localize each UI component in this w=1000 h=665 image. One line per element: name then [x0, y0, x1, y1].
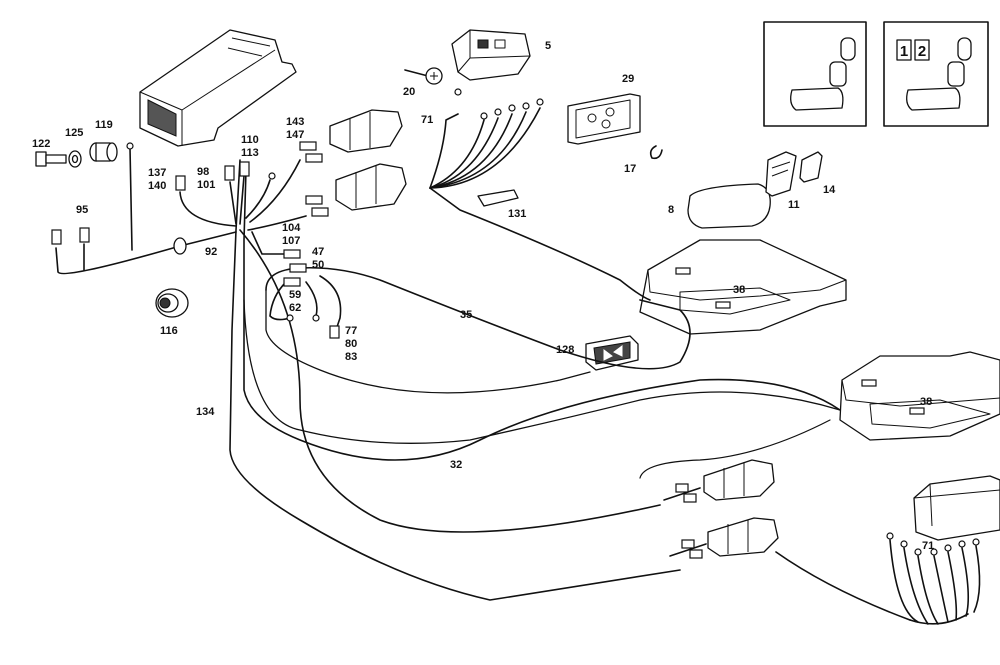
label-110: 110: [241, 134, 259, 146]
memory-badge-2: 2: [918, 43, 926, 60]
label-122: 122: [32, 138, 50, 150]
label-59: 59: [289, 289, 301, 301]
label-104: 104: [282, 222, 301, 234]
bolt-122: [35, 151, 67, 167]
label-71-top: 71: [421, 114, 433, 126]
label-107: 107: [282, 235, 300, 247]
label-116: 116: [160, 325, 178, 337]
label-38-lower: 38: [920, 396, 932, 408]
label-113: 113: [241, 147, 259, 159]
cushion-8: [687, 183, 771, 229]
label-137: 137: [148, 167, 166, 179]
label-5: 5: [545, 40, 551, 52]
inset-seat-memory-positions: 1 2: [883, 21, 989, 127]
label-128: 128: [556, 344, 574, 356]
label-80: 80: [345, 338, 357, 350]
label-95: 95: [76, 204, 88, 216]
actuator-lower-1: [703, 459, 775, 501]
label-50: 50: [312, 259, 324, 271]
part-labels: 5 20 71 29 17 131 8 11 14 122 125 119 14…: [32, 40, 934, 552]
label-140: 140: [148, 180, 166, 192]
label-98: 98: [197, 166, 209, 178]
label-101: 101: [197, 179, 215, 191]
cover-131: [477, 189, 519, 207]
label-92: 92: [205, 246, 217, 258]
label-29: 29: [622, 73, 634, 85]
label-35: 35: [460, 309, 472, 321]
label-143: 143: [286, 116, 304, 128]
control-unit: [139, 29, 297, 147]
label-47: 47: [312, 246, 324, 258]
label-8: 8: [668, 204, 674, 216]
label-83: 83: [345, 351, 357, 363]
seat-unit-38-upper: [639, 239, 847, 335]
label-119: 119: [95, 119, 113, 131]
label-125: 125: [65, 127, 83, 139]
actuator-lower-2: [707, 517, 779, 557]
clip-17: [649, 145, 663, 160]
label-77: 77: [345, 325, 357, 337]
memory-badge-1: 1: [900, 43, 908, 60]
label-20: 20: [403, 86, 415, 98]
switch-11: [765, 151, 797, 197]
switch-panel-29: [567, 93, 641, 145]
actuator-143: [329, 109, 403, 153]
washer-125: [68, 150, 82, 168]
grommet-116: [155, 288, 189, 318]
label-147: 147: [286, 129, 304, 141]
inset-seat-memory: [763, 21, 867, 127]
screw-20: [404, 67, 443, 85]
label-14: 14: [823, 184, 836, 196]
plug-connectors: [51, 88, 980, 559]
harness-wires: [55, 107, 981, 625]
switch-block-71: [913, 475, 1000, 541]
actuator-104: [335, 163, 407, 211]
label-134: 134: [196, 406, 215, 418]
grommet-119: [89, 142, 118, 162]
label-71-bottom: 71: [922, 540, 934, 552]
label-38-upper: 38: [733, 284, 745, 296]
label-32: 32: [450, 459, 462, 471]
label-131: 131: [508, 208, 526, 220]
label-11: 11: [788, 199, 800, 211]
label-62: 62: [289, 302, 301, 314]
switch-14: [799, 151, 823, 183]
label-17: 17: [624, 163, 636, 175]
seat-unit-38-lower: [839, 351, 1000, 441]
switch-5: [451, 29, 531, 81]
